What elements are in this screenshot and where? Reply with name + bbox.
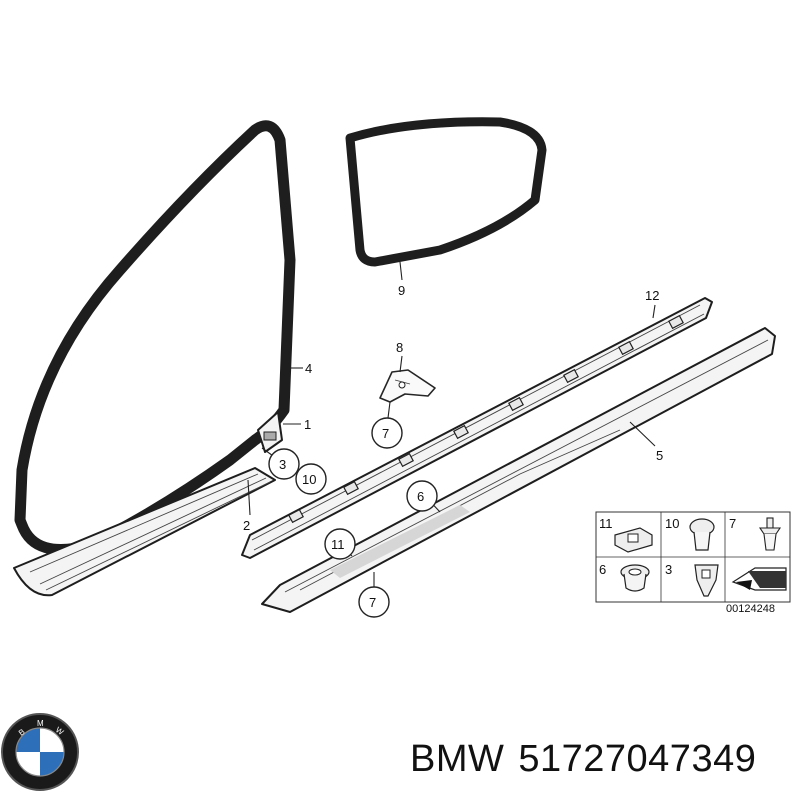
legend-label-3: 3 xyxy=(665,562,672,577)
svg-text:11: 11 xyxy=(331,537,345,552)
brand-name: BMW xyxy=(410,738,505,780)
callout-2: 2 xyxy=(243,518,250,533)
push-pin-icon xyxy=(758,517,782,551)
legend-label-7: 7 xyxy=(729,516,736,531)
svg-text:B: B xyxy=(17,727,27,737)
callout-12: 12 xyxy=(645,288,659,303)
svg-text:10: 10 xyxy=(302,472,316,487)
callout-1: 1 xyxy=(304,417,311,432)
legend-label-6: 6 xyxy=(599,562,606,577)
svg-text:W: W xyxy=(54,725,66,737)
callout-9: 9 xyxy=(398,283,405,298)
clip-nut-icon xyxy=(614,527,653,553)
fastener-legend: 11 10 7 6 3 xyxy=(595,511,791,603)
grommet-icon xyxy=(620,564,650,592)
cover-detail xyxy=(263,431,277,441)
bracket-part xyxy=(379,369,436,403)
svg-text:6: 6 xyxy=(417,489,424,504)
svg-text:M: M xyxy=(37,719,44,728)
svg-text:7: 7 xyxy=(369,595,376,610)
callout-6: 6 xyxy=(406,480,438,512)
svg-text:7: 7 xyxy=(382,426,389,441)
callout-11: 11 xyxy=(324,528,356,560)
callout-5: 5 xyxy=(656,448,663,463)
footer-brand: BMW 51727047349 xyxy=(410,738,756,781)
svg-text:3: 3 xyxy=(279,457,286,472)
part-number: 51727047349 xyxy=(518,738,757,780)
side-sill-cover xyxy=(261,327,776,613)
callout-8: 8 xyxy=(396,340,403,355)
legend-label-11: 11 xyxy=(599,516,613,531)
window-seal-rear xyxy=(345,117,547,267)
diagram-code: 00124248 xyxy=(726,603,775,615)
support-rail xyxy=(241,297,713,559)
entrance-strip xyxy=(13,467,276,597)
callout-7-sill: 7 xyxy=(358,586,390,618)
expanding-rivet-icon xyxy=(689,518,715,551)
arrow-tag-icon xyxy=(731,567,787,591)
legend-label-10: 10 xyxy=(665,516,679,531)
bmw-logo-icon: B M W xyxy=(1,713,79,791)
clip-icon xyxy=(694,564,719,597)
callout-10: 10 xyxy=(295,463,327,495)
callout-4: 4 xyxy=(305,361,312,376)
callout-3: 3 xyxy=(268,448,300,480)
callout-7-bracket: 7 xyxy=(371,417,403,449)
